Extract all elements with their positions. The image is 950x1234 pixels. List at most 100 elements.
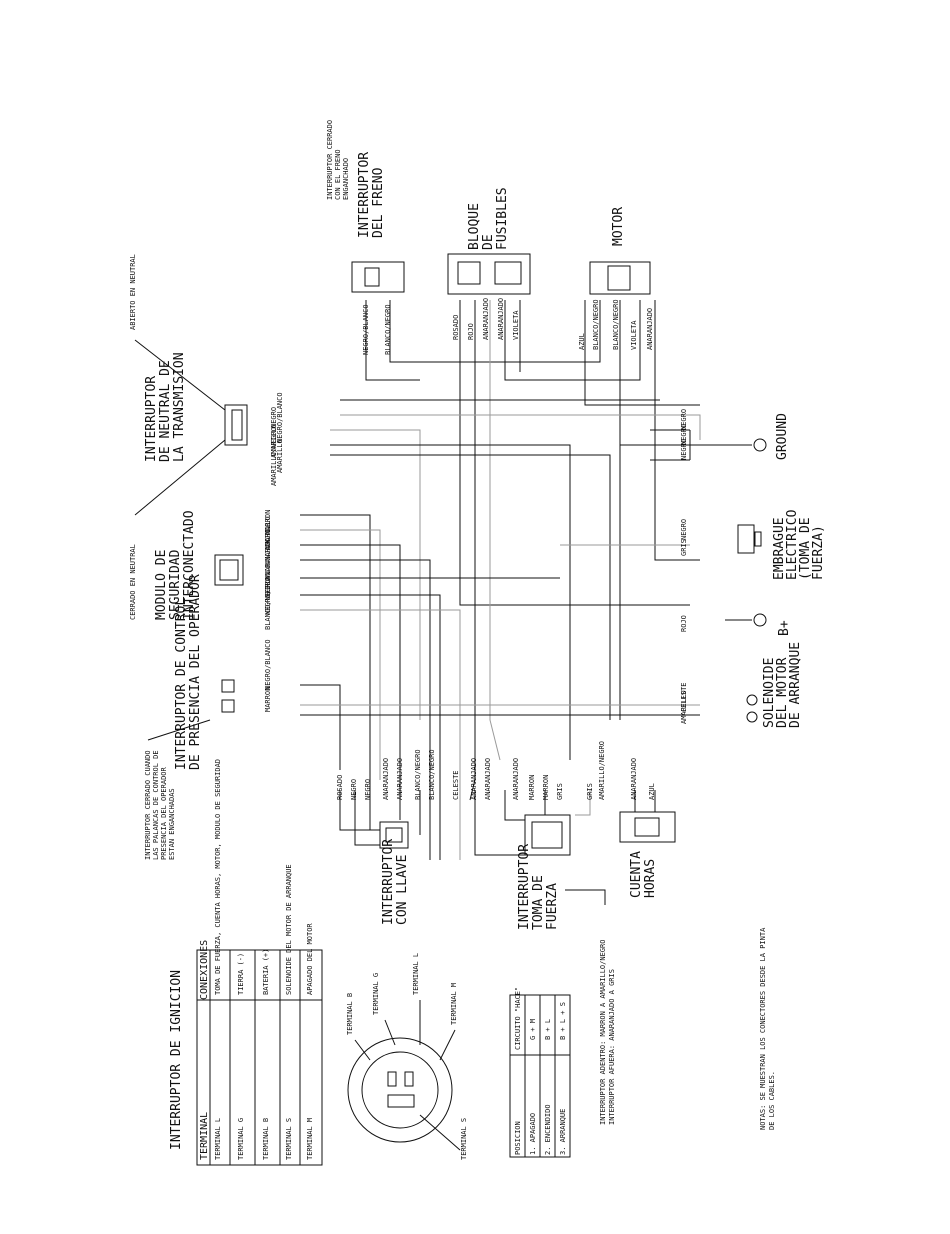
ground-terminal bbox=[730, 438, 767, 452]
wire-neutral-4: AMARILLO/NEGRO bbox=[270, 427, 278, 486]
pto-switch-title-line-1: TOMA DE bbox=[531, 875, 546, 930]
wire-presence-0: NEGRO/BLANCO bbox=[264, 639, 272, 690]
motor-connector bbox=[589, 261, 651, 295]
terminal-label-3: TERMINAL M bbox=[450, 983, 458, 1025]
wire-ground-2: NEGRO bbox=[680, 439, 688, 460]
wire-neutral-0: NEGRO bbox=[270, 407, 278, 428]
pto-clutch-title-line-3: FUERZA) bbox=[811, 525, 826, 580]
wire-key-7: CELESTE bbox=[452, 770, 460, 800]
presence-switch-title-line-0: INTERRUPTOR DE CONTROL bbox=[174, 598, 189, 770]
safety-module bbox=[214, 554, 244, 586]
terminal-label-1: TERMINAL G bbox=[372, 973, 380, 1015]
ignition-row-0-connections: TOMA DE FUERZA, CUENTA HORAS, MOTOR, MOD… bbox=[214, 759, 222, 995]
starter-solenoid-title-line-2: DE ARRANQUE bbox=[788, 642, 803, 728]
position-row-2-position: 3. ARRANQUE bbox=[559, 1109, 567, 1155]
hour-meter bbox=[619, 811, 676, 843]
ignition-row-4-connections: APAGADO DEL MOTOR bbox=[306, 923, 314, 995]
pto-clutch-title-line-0: EMBRAGUE bbox=[772, 517, 787, 580]
wire-pto-4: MARRON bbox=[542, 775, 550, 800]
neutral-switch-title-line-2: LA TRANSMISION bbox=[172, 352, 187, 462]
wire-module-2: ANARANJADO bbox=[264, 523, 272, 565]
ignition-row-1-terminal: TERMINAL G bbox=[237, 1118, 245, 1160]
wire-key-0: ROSADO bbox=[336, 775, 344, 800]
ignition-header-connections: CONEXIONES bbox=[199, 940, 210, 1000]
wire-key-6: BLANCO/NEGRO bbox=[428, 749, 436, 800]
neutral-switch-title-line-1: DE NEUTRAL DE bbox=[158, 360, 173, 462]
pto-switch-note-line-0: INTERRUPTOR ADENTRO: MARRON A AMARILLO/N… bbox=[599, 940, 607, 1125]
pto-switch-note-line-1: INTERRUPTOR AFUERA: ANARANJADO A GRIS bbox=[608, 969, 616, 1125]
wire-fuse-2: ANARANJADO bbox=[482, 298, 490, 340]
wire-pto-5: GRIS bbox=[556, 783, 564, 800]
position-table-grid bbox=[509, 994, 571, 1158]
wire-motor-0: AZUL bbox=[578, 333, 586, 350]
wire-clutch-1: GRIS bbox=[680, 539, 688, 556]
wire-ground-0: NEGRO bbox=[680, 409, 688, 430]
wire-module-3: ANARANJADO bbox=[264, 538, 272, 580]
starter-solenoid-title-line-0: SOLENOIDE bbox=[762, 658, 777, 728]
wire-key-2: NEGRO bbox=[364, 779, 372, 800]
position-row-1-circuit: B + L bbox=[544, 1019, 552, 1040]
wire-module-4: NEGRO bbox=[264, 577, 272, 598]
solenoid-terminals bbox=[746, 694, 758, 723]
wire-module-0: MARRON bbox=[264, 510, 272, 535]
ignition-table-grid bbox=[196, 949, 323, 1166]
wire-key-3: ANARANJADO bbox=[382, 758, 390, 800]
position-header-circuit: CIRCUITO "HACE" bbox=[514, 987, 522, 1050]
position-row-0-position: 1. APAGADO bbox=[529, 1113, 537, 1155]
presence-switch-note-line-3: ESTAN ENGANCHADAS bbox=[168, 788, 176, 860]
pto-clutch-title-line-2: (TOMA DE bbox=[798, 517, 813, 580]
safety-module-title-line-1: SEGURIDAD bbox=[168, 549, 183, 620]
brake-switch bbox=[351, 261, 405, 293]
wire-module-1: AMARILLO bbox=[264, 516, 272, 550]
wire-pto-6: GRIS bbox=[586, 783, 594, 800]
presence-switch-note-line-1: LAS PALANCAS DE CONTROL DE bbox=[152, 750, 160, 860]
wire-motor-1: BLANCO/NEGRO bbox=[592, 299, 600, 350]
wire-neutral-3: AMARILLO bbox=[276, 439, 284, 473]
brake-switch-title-line-0: INTERRUPTOR bbox=[357, 152, 372, 238]
ignition-header-terminal: TERMINAL bbox=[199, 1112, 210, 1160]
b-plus-terminal bbox=[725, 613, 767, 627]
ground-title: GROUND bbox=[775, 413, 790, 460]
brake-switch-title-line-1: DEL FRENO bbox=[371, 167, 386, 238]
wire-brake-1: BLANCO/NEGRO bbox=[384, 304, 392, 355]
wire-fuse-3: ANARANJADO bbox=[497, 298, 505, 340]
terminal-label-2: TERMINAL L bbox=[412, 953, 420, 995]
ignition-row-2-terminal: TERMINAL B bbox=[262, 1118, 270, 1160]
wire-presence-1: MARRON bbox=[264, 687, 272, 712]
wire-pto-2: ANARANJADO bbox=[512, 758, 520, 800]
position-row-0-circuit: G + M bbox=[529, 1019, 537, 1040]
wire-solenoid-0: CELESTE bbox=[680, 682, 688, 712]
presence-switch bbox=[221, 679, 235, 713]
wire-label-layer: NEGRO/BLANCO BLANCO/NEGRO ROSADO ROJO ANARAN… bbox=[264, 298, 688, 800]
hour-meter-title-line-0: CUENTA bbox=[629, 851, 644, 898]
notes-line-1: DE LOS CABLES. bbox=[768, 1071, 776, 1130]
wire-key-4: ANARANJADO bbox=[396, 758, 404, 800]
wire-pto-1: ANARANJADO bbox=[484, 758, 492, 800]
wire-motor-2: BLANCO/NEGRO bbox=[612, 299, 620, 350]
neutral-switch-title-line-0: INTERRUPTOR bbox=[144, 376, 159, 462]
presence-switch-note-line-2: PRESENCIA DEL OPERADOR bbox=[160, 766, 168, 860]
notes-line-0: NOTAS: SE MUESTRAN LOS CONECTORES DESDE … bbox=[759, 927, 767, 1130]
wire-fuse-1: ROJO bbox=[467, 323, 475, 340]
safety-module-title-line-0: MODULO DE bbox=[154, 550, 169, 620]
fuse-block-title-line-1: DE bbox=[481, 234, 496, 250]
wire-b-plus: ROJO bbox=[680, 615, 688, 632]
wire-pto-0: ANARANJADO bbox=[470, 758, 478, 800]
terminal-label-4: TERMINAL S bbox=[460, 1118, 468, 1160]
ignition-row-3-terminal: TERMINAL S bbox=[285, 1118, 293, 1160]
closed-in-neutral-label: CERRADO EN NEUTRAL bbox=[129, 544, 137, 620]
wire-pto-7: AMARILLO/NEGRO bbox=[598, 741, 606, 800]
key-switch-title-line-1: CON LLAVE bbox=[395, 855, 410, 925]
wire-key-5: BLANCO/NEGRO bbox=[414, 749, 422, 800]
wire-module-5: NEGRO/BLANCO bbox=[264, 564, 272, 615]
pto-clutch-title-line-1: ELECTRICO bbox=[785, 509, 800, 580]
wire-brake-0: NEGRO/BLANCO bbox=[362, 304, 370, 355]
wire-neutral-1: NEGRO/BLANCO bbox=[276, 392, 284, 443]
wire-fuse-0: ROSADO bbox=[452, 315, 460, 340]
wire-key-1: NEGRO bbox=[350, 779, 358, 800]
pto-switch-connector bbox=[524, 814, 571, 856]
position-row-1-position: 2. ENCENDIDO bbox=[544, 1104, 552, 1155]
